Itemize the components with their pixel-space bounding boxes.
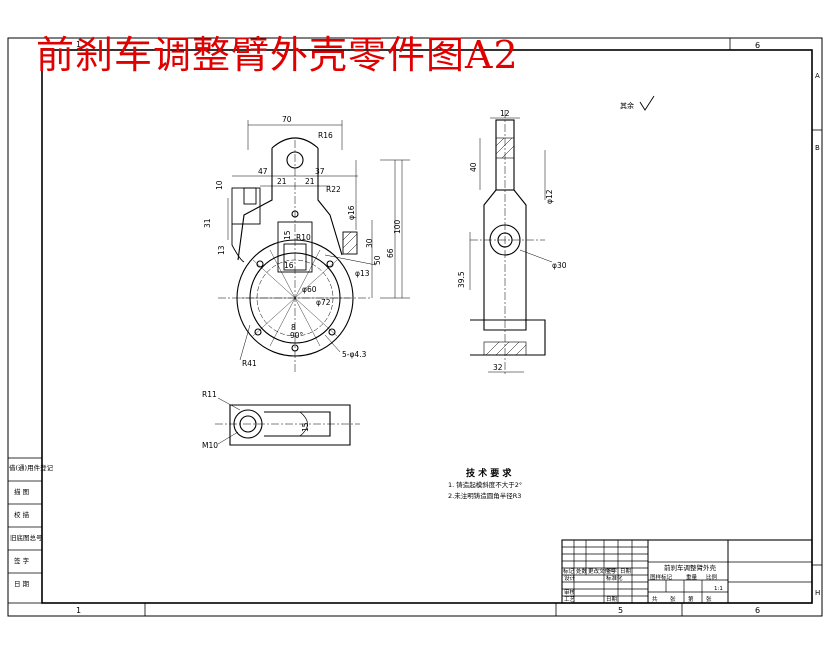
bottom-view [215, 397, 360, 446]
dim-15: 15 [283, 230, 292, 240]
title-block-labels: 前刹车调整臂外壳 标记 处数 更改文件号 签字 日期 设计 标准化 图样标记 重… [563, 563, 723, 603]
tb-cell-16: 张 [706, 595, 712, 603]
strip-label-5: 日 期 [14, 580, 30, 588]
tb-cell-9: 比例 [706, 573, 718, 581]
dim-30: 30 [365, 238, 374, 248]
dim-phi13: φ13 [355, 269, 370, 278]
side-view-dims: 12 40 φ12 φ30 39.5 32 [457, 109, 567, 372]
dim-39-5: 39.5 [457, 271, 466, 288]
tb-cell-13: 共 [652, 595, 658, 603]
tb-cell-15: 第 [688, 595, 694, 603]
tb-cell-3: 签字 [606, 567, 618, 575]
zone-row-b: B [815, 144, 820, 152]
dim-phi30: φ30 [552, 261, 567, 270]
dim-r10: R10 [296, 233, 311, 242]
dim-21b: 21 [305, 177, 315, 186]
zone-top-left: 1 [76, 40, 81, 49]
dim-16: 16 [284, 261, 294, 270]
dim-phi12: φ12 [545, 189, 554, 204]
dim-10: 10 [215, 180, 224, 190]
tb-cell-scale: 1:1 [714, 586, 723, 592]
dim-100: 100 [393, 219, 402, 234]
dim-phi72: φ72 [316, 298, 331, 307]
dim-r11: R11 [202, 390, 217, 399]
zone-bottom-mid: 5 [618, 606, 623, 615]
zone-row-a: A [815, 72, 820, 80]
roughness-label: 其余 [620, 101, 634, 110]
inner-frame [41, 49, 813, 604]
dim-47: 47 [258, 167, 268, 176]
tb-cell-4: 日期 [620, 568, 632, 575]
dim-r22: R22 [326, 185, 341, 194]
strip-label-3: 旧底图总号 [10, 533, 43, 542]
bottom-view-dims: R11 M10 15 [202, 390, 310, 450]
tb-cell-0: 标记 [563, 567, 575, 575]
tb-cell-7: 图样标记 [650, 573, 673, 581]
tb-cell-2: 更改文件号 [588, 567, 616, 575]
tech-req-title: 技 术 要 求 [466, 467, 512, 479]
strip-label-4: 签 字 [14, 556, 30, 565]
zone-bottom-right: 6 [755, 606, 760, 615]
outer-frame [7, 37, 823, 617]
dim-66: 66 [386, 248, 395, 258]
tb-cell-5: 设计 [564, 574, 576, 582]
dim-r16: R16 [318, 131, 333, 140]
dim-37: 37 [315, 167, 325, 176]
dim-holes: 5-φ4.3 [342, 350, 367, 359]
tb-cell-14: 张 [670, 595, 676, 603]
left-strip [7, 457, 43, 604]
dim-r41: R41 [242, 359, 257, 368]
technical-requirements: 技 术 要 求 1. 铸造起模斜度不大于2° 2.未注明铸造圆角半径R3 [448, 467, 522, 500]
dim-12: 12 [500, 109, 510, 118]
part-name: 前刹车调整臂外壳 [664, 563, 717, 572]
dim-50: 50 [373, 255, 382, 265]
dim-15b: 15 [301, 422, 310, 432]
tech-req-item-2: 2.未注明铸造圆角半径R3 [448, 491, 521, 500]
tb-cell-1: 处数 [576, 567, 588, 575]
tech-req-item-1: 1. 铸造起模斜度不大于2° [448, 480, 522, 489]
zone-top-right: 6 [755, 41, 760, 50]
roughness-symbol-icon [639, 95, 655, 111]
tb-cell-6: 标准化 [606, 574, 623, 582]
dim-m10: M10 [202, 441, 218, 450]
zone-row-h: H [815, 589, 820, 597]
dim-8: 8 [291, 323, 296, 332]
dim-13: 13 [217, 245, 226, 255]
dim-21a: 21 [277, 177, 287, 186]
dim-phi60: φ60 [302, 285, 317, 294]
front-view [218, 120, 410, 372]
zone-bottom-left: 1 [76, 606, 81, 615]
dim-32: 32 [493, 363, 503, 372]
dim-phi16: φ16 [347, 205, 356, 220]
title-block [561, 539, 813, 604]
strip-label-0: 借(通)用件登记 [9, 463, 54, 472]
strip-label-2: 校 描 [14, 510, 30, 519]
side-view [469, 110, 553, 375]
dim-40: 40 [469, 162, 478, 172]
tb-cell-12: 日期 [606, 596, 618, 603]
tb-cell-8: 重量 [686, 573, 698, 581]
dim-31: 31 [203, 218, 212, 228]
tb-cell-10: 审核 [564, 588, 576, 596]
strip-label-1: 描 图 [14, 487, 29, 496]
tb-cell-11: 工艺 [564, 596, 576, 603]
dim-90deg: 90° [290, 331, 304, 340]
left-strip-labels: 借(通)用件登记 描 图 校 描 旧底图总号 签 字 日 期 [9, 463, 54, 588]
front-view-dims: 70 R16 47 37 21 21 R22 31 10 13 15 R10 1… [203, 115, 402, 368]
dim-70: 70 [282, 115, 292, 124]
drawing-title: 前刹车调整臂外壳零件图A2 [36, 33, 519, 77]
